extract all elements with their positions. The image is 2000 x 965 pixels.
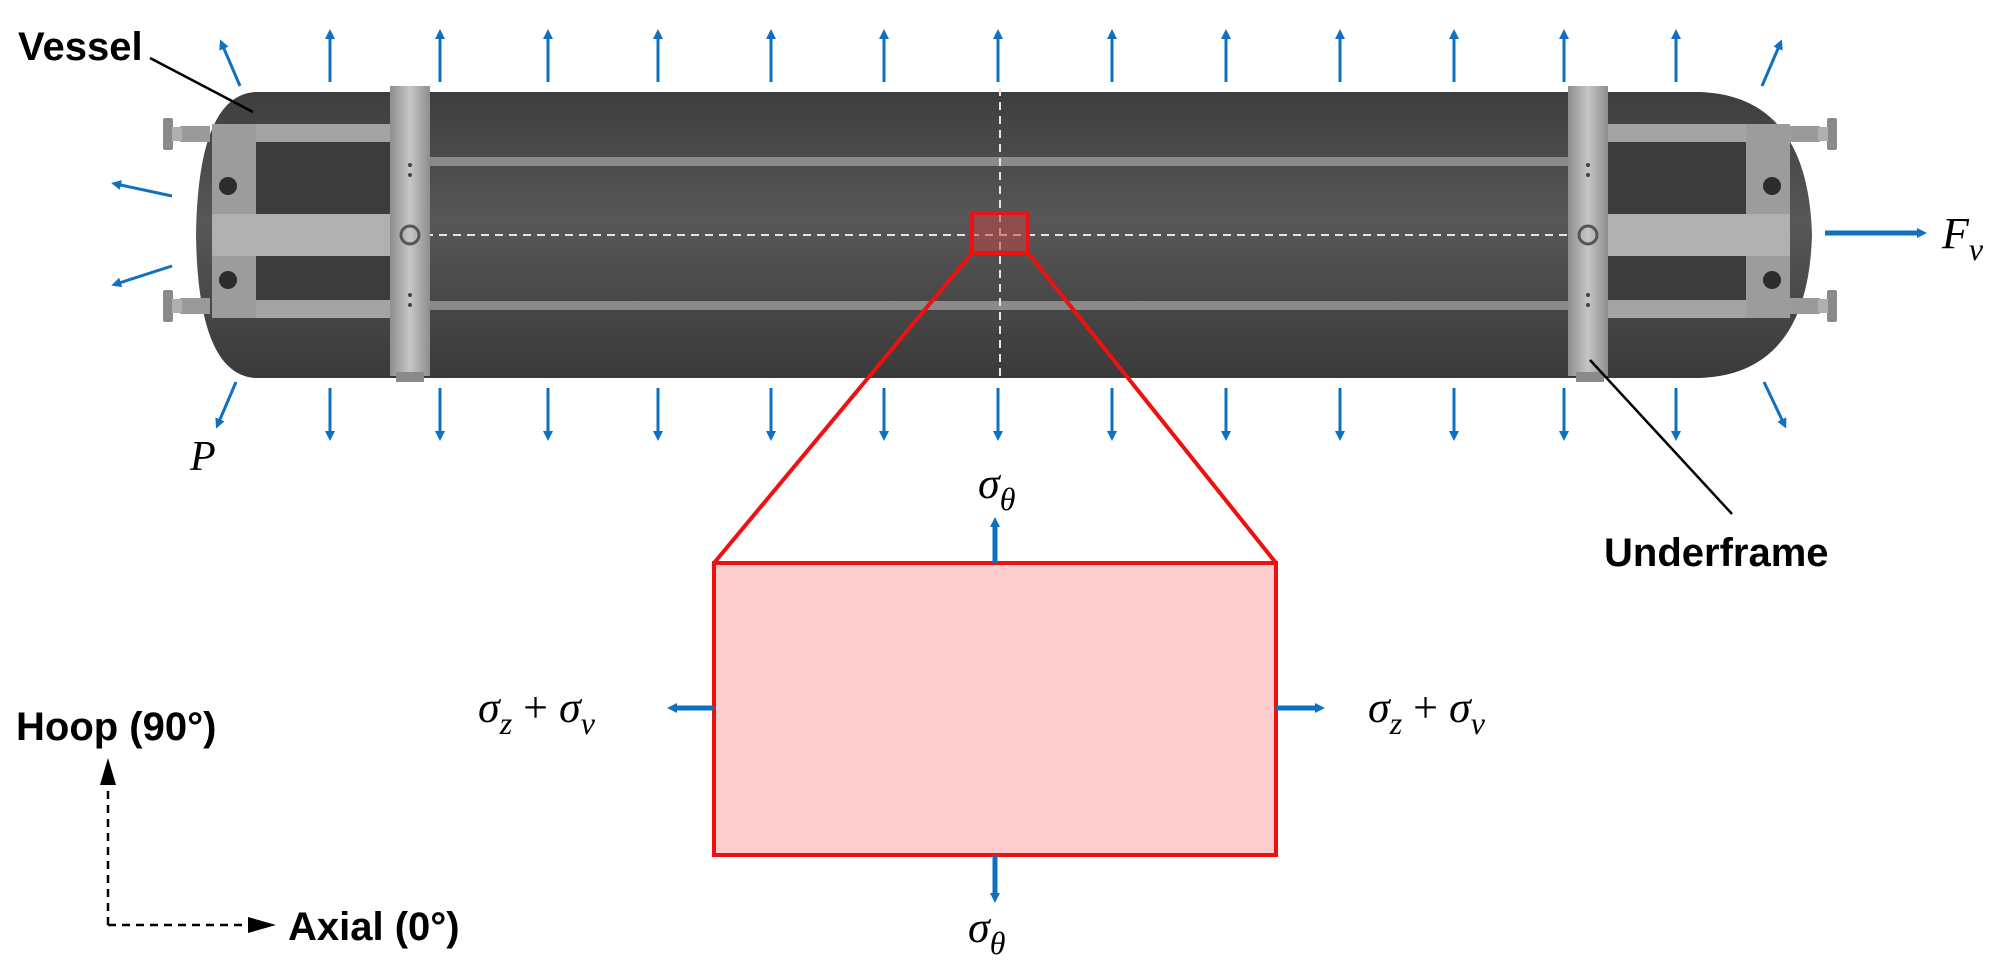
pressure-arrow-end-left-lower: [111, 264, 173, 288]
stress-arrows: [667, 228, 1927, 903]
axial-axis-arrowhead: [248, 917, 276, 933]
pressure-arrows: [111, 29, 1787, 441]
vessel-label: Vessel: [18, 25, 143, 69]
vessel-leader: [149, 56, 254, 114]
axial-stress-label-right: σz + σv: [1368, 683, 1486, 741]
selected-element-marker: [970, 211, 1030, 255]
pressure-label: P: [189, 434, 216, 480]
hoop-stress-label-top: σθ: [978, 459, 1015, 517]
leader-lines: [149, 56, 1733, 515]
pressure-arrow-end-left-upper: [111, 180, 173, 198]
axis-indicator: [100, 758, 276, 933]
axial-stress-label-left: σz + σv: [478, 683, 596, 741]
pressure-arrow-corner-tl: [219, 39, 242, 87]
right-underframe: [1568, 86, 1837, 382]
underframe-leader: [1589, 359, 1733, 515]
force-label: Fv: [1941, 209, 1984, 267]
axial-axis-label: Axial (0°): [288, 905, 460, 949]
zoom-line-left: [712, 251, 974, 565]
underframe-label: Underframe: [1604, 531, 1829, 575]
pressure-arrow-corner-br: [1762, 381, 1787, 429]
zoom-callout: [712, 211, 1278, 857]
hoop-axis-arrowhead: [100, 758, 116, 785]
hoop-stress-label-bottom: σθ: [968, 903, 1005, 961]
zoom-line-right: [1026, 251, 1278, 565]
hoop-axis-label: Hoop (90°): [16, 705, 216, 749]
stress-element: [712, 561, 1278, 857]
left-underframe: [163, 86, 430, 382]
pressure-arrow-corner-tr: [1760, 39, 1783, 87]
pressure-arrow-corner-bl: [215, 381, 238, 429]
